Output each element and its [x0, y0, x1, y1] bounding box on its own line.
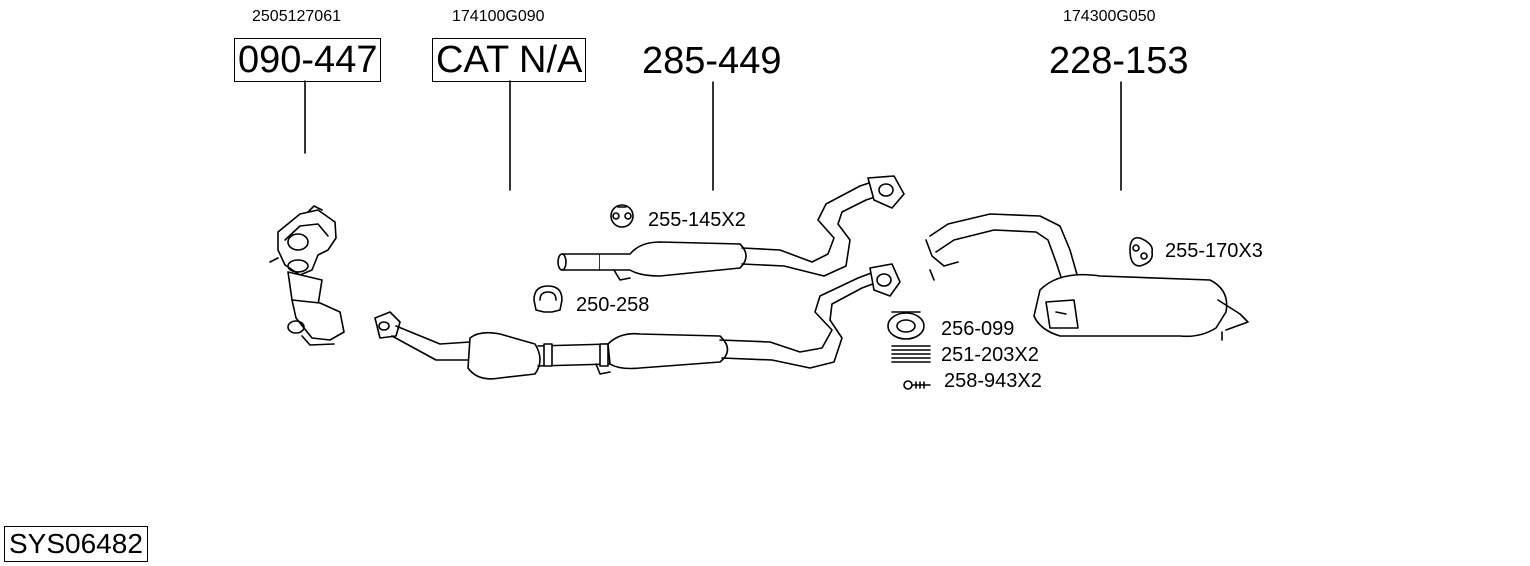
exhaust-manifold-drawing	[269, 205, 345, 346]
oem-number: 2505127061	[252, 8, 341, 25]
hanger-icon-255-170	[1129, 236, 1154, 267]
accessory-label[interactable]: 256-099	[941, 318, 1015, 340]
accessory-label[interactable]: 255-170X3	[1165, 240, 1263, 262]
part-number-label[interactable]: 228-153	[1049, 40, 1189, 82]
accessory-label[interactable]: 250-258	[576, 294, 650, 316]
system-id-box: SYS06482	[4, 526, 148, 562]
oem-number: 174100G090	[452, 8, 545, 25]
part-number-label[interactable]: 285-449	[642, 40, 782, 82]
accessory-label[interactable]: 258-943X2	[944, 370, 1042, 392]
center-muffler-drawing	[557, 175, 905, 281]
rear-muffler-drawing	[925, 213, 1249, 341]
part-number-box[interactable]: CAT N/A	[432, 38, 587, 82]
front-pipe-cat-drawing	[374, 263, 901, 380]
gasket-icon-256-099	[887, 311, 925, 340]
accessory-label[interactable]: 251-203X2	[941, 344, 1039, 366]
oem-number: 174300G050	[1063, 8, 1156, 25]
hanger-icon-255-145	[610, 204, 634, 228]
clamp-icon-250-258	[533, 285, 563, 313]
part-number-box[interactable]: 090-447	[234, 38, 382, 82]
spring-icon-251-203	[891, 345, 931, 363]
accessory-label[interactable]: 255-145X2	[648, 209, 746, 231]
bolt-icon-258-943	[903, 380, 931, 390]
